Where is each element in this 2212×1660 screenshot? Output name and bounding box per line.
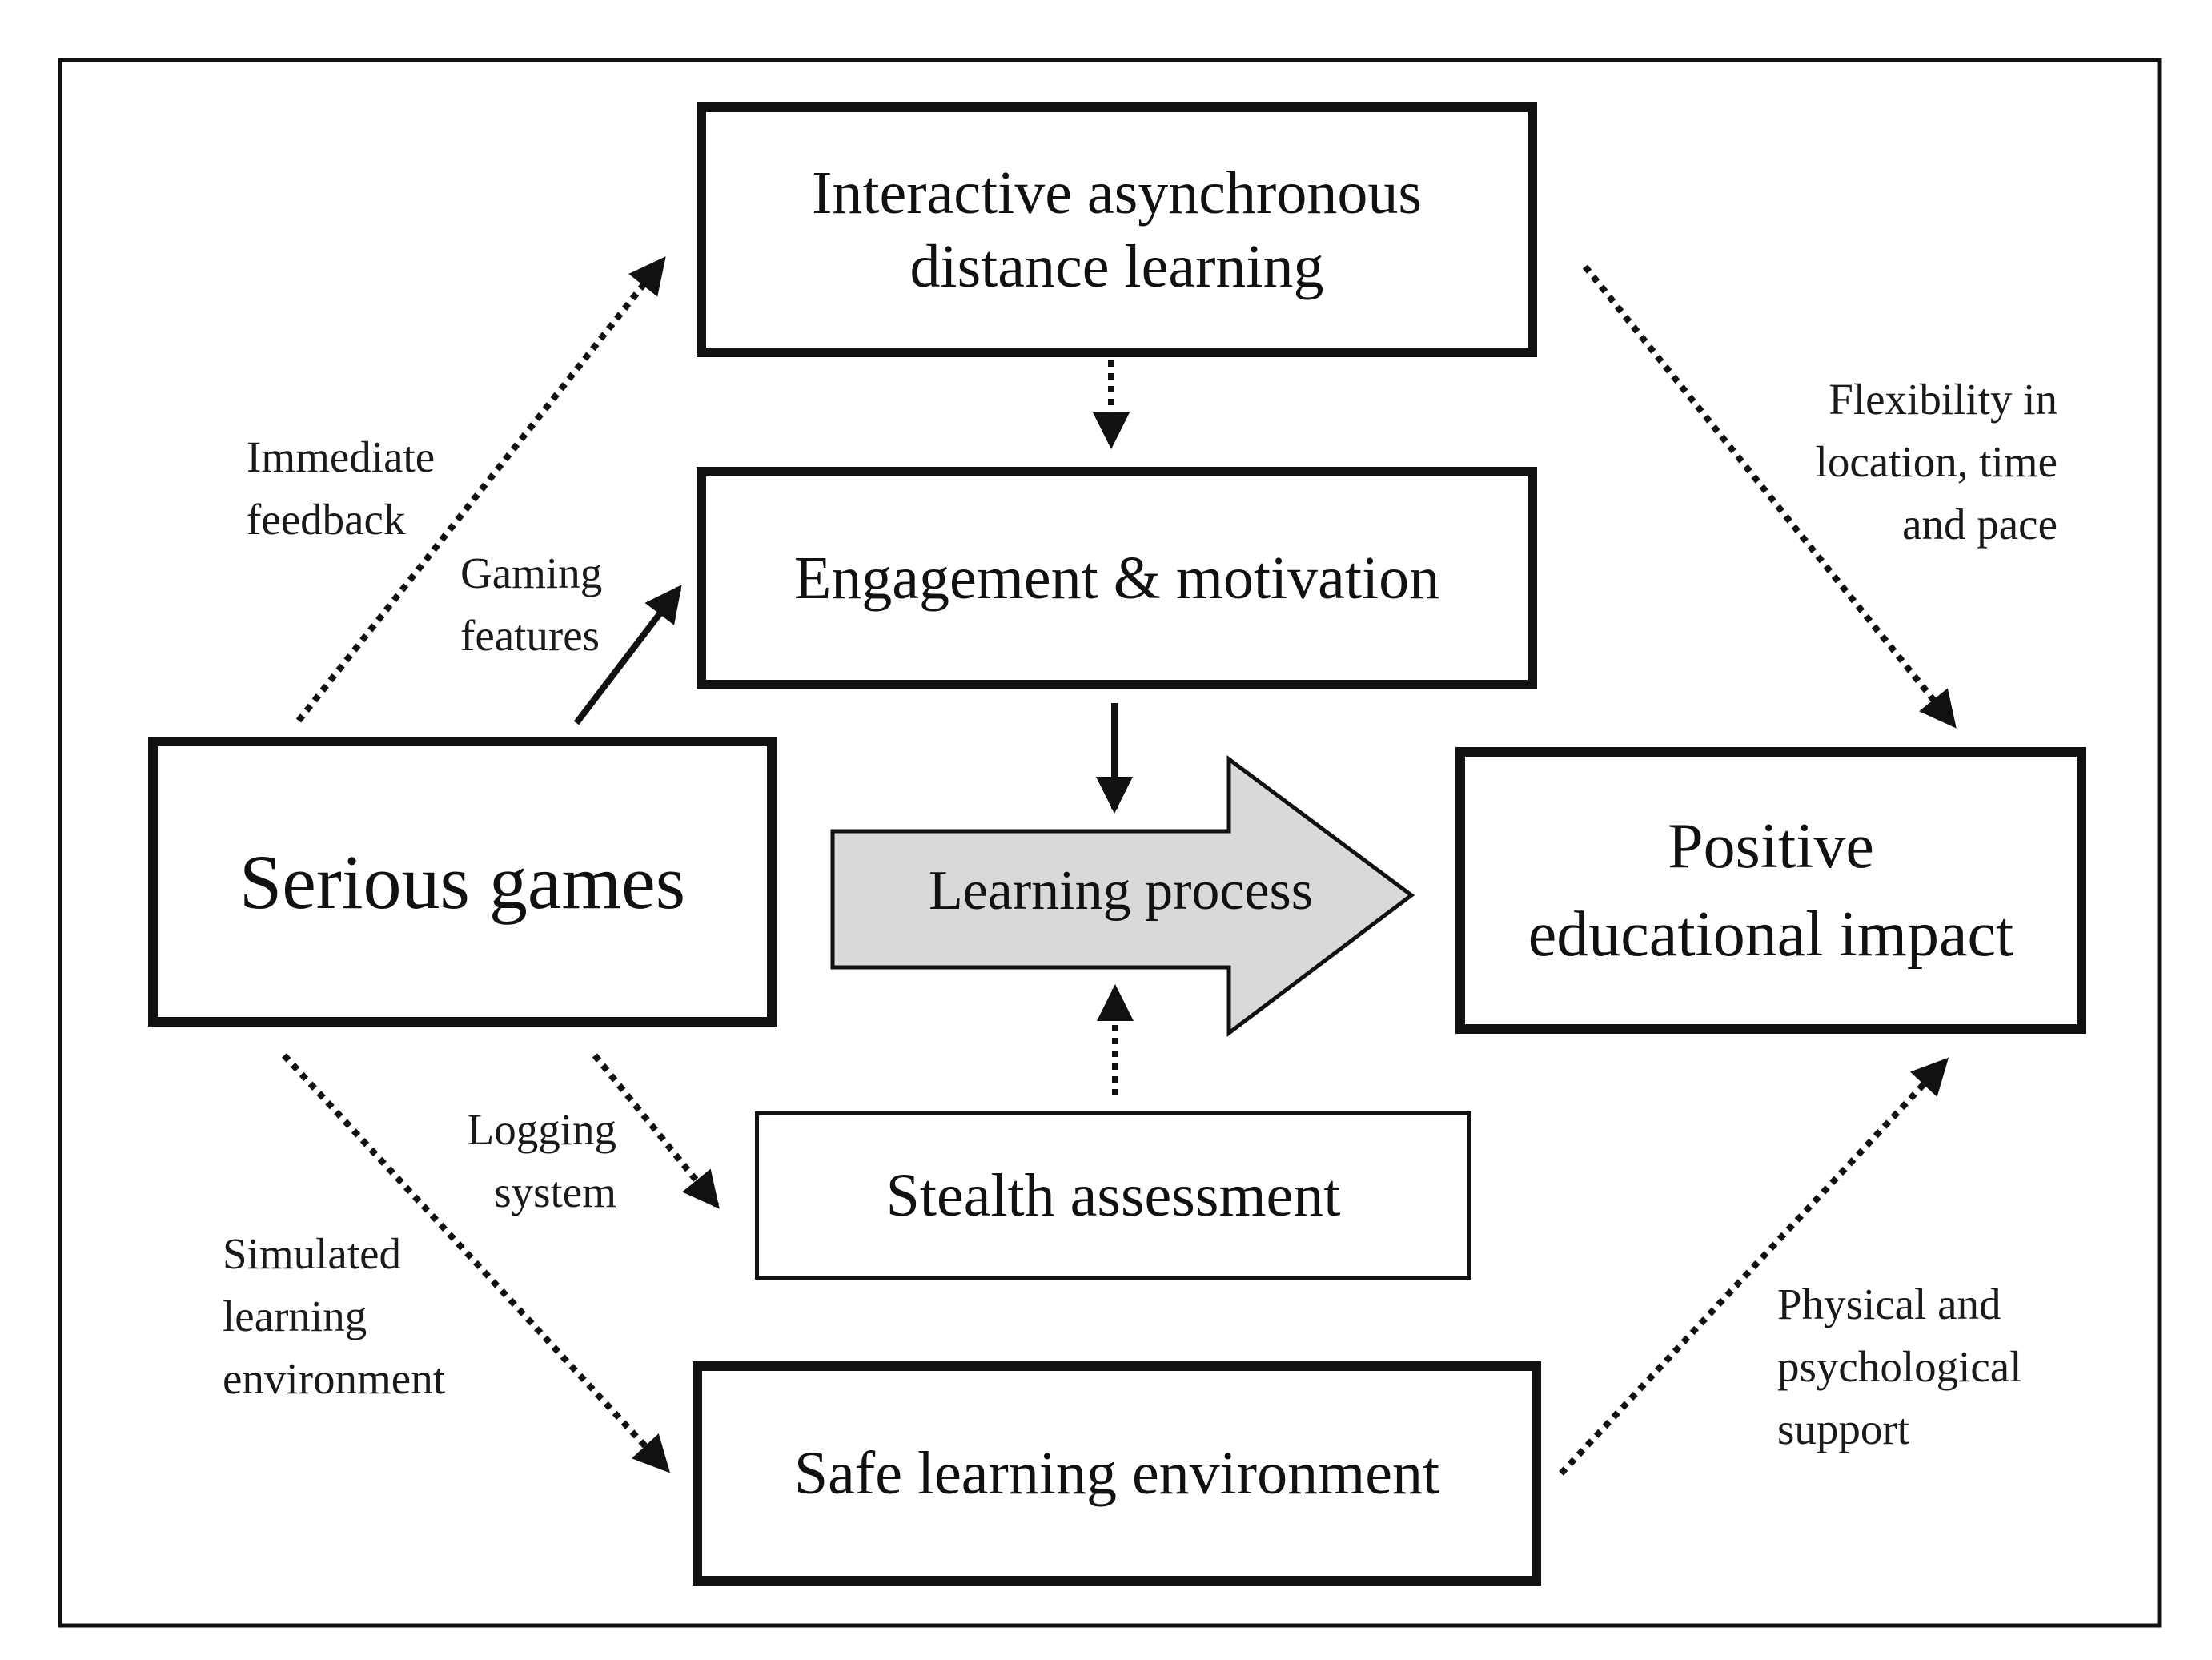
positive-impact-label: Positive educational impact: [1528, 811, 2014, 970]
learning-process-arrow: [830, 755, 1415, 1038]
serious-games-box: Serious games: [148, 737, 777, 1027]
interactive-learning-box: Interactive asynchronous distance learni…: [697, 102, 1537, 357]
positive-impact-box: Positive educational impact: [1455, 747, 2086, 1034]
serious-games-label: Serious games: [239, 838, 686, 925]
engagement-box: Engagement & motivation: [697, 467, 1537, 689]
arrow-games-to-safe: [282, 1053, 671, 1473]
learning-process-label: Learning process: [928, 860, 1314, 922]
safe-environment-label: Safe learning environment: [793, 1439, 1440, 1507]
flexibility-label: Flexibility in location, time and pace: [1815, 375, 2057, 549]
arrow-games-to-engagement: [573, 585, 682, 725]
outer-border: [58, 58, 2162, 1628]
gaming-features-label: Gaming features: [460, 549, 603, 660]
simulated-environment-label: Simulated learning environment: [223, 1229, 445, 1403]
arrow-games-to-interactive: [295, 256, 666, 723]
arrow-safe-to-impact: [1559, 1057, 1949, 1476]
arrow-interactive-to-impact: [1582, 264, 1957, 729]
safe-environment-box: Safe learning environment: [693, 1361, 1541, 1586]
immediate-feedback-label: Immediate feedback: [247, 432, 436, 544]
stealth-assessment-box: Stealth assessment: [755, 1111, 1471, 1280]
stealth-assessment-label: Stealth assessment: [885, 1161, 1341, 1229]
logging-system-label: Logging system: [467, 1105, 616, 1216]
engagement-label: Engagement & motivation: [793, 544, 1440, 612]
physical-support-label: Physical and psychological support: [1777, 1280, 2022, 1453]
interactive-learning-label: Interactive asynchronous distance learni…: [812, 159, 1422, 300]
